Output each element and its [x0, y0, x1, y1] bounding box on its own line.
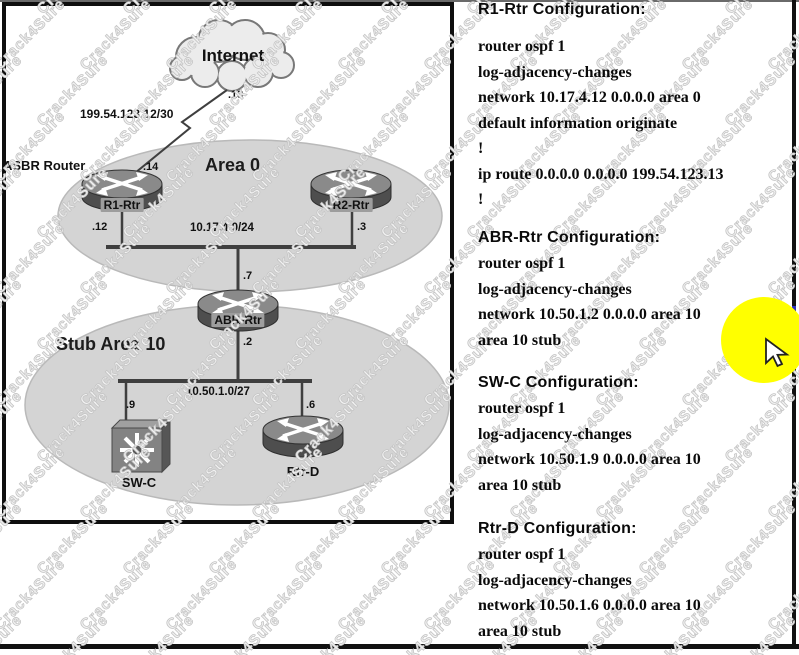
bottom-border [0, 644, 799, 649]
wan-serial-link [123, 89, 228, 183]
mouse-cursor-icon [765, 337, 790, 368]
highlight-circle [721, 297, 799, 383]
internet-cloud [169, 19, 295, 92]
diagram-frame [2, 2, 454, 524]
diagram-links [106, 89, 356, 421]
top-hairline [0, 0, 799, 2]
